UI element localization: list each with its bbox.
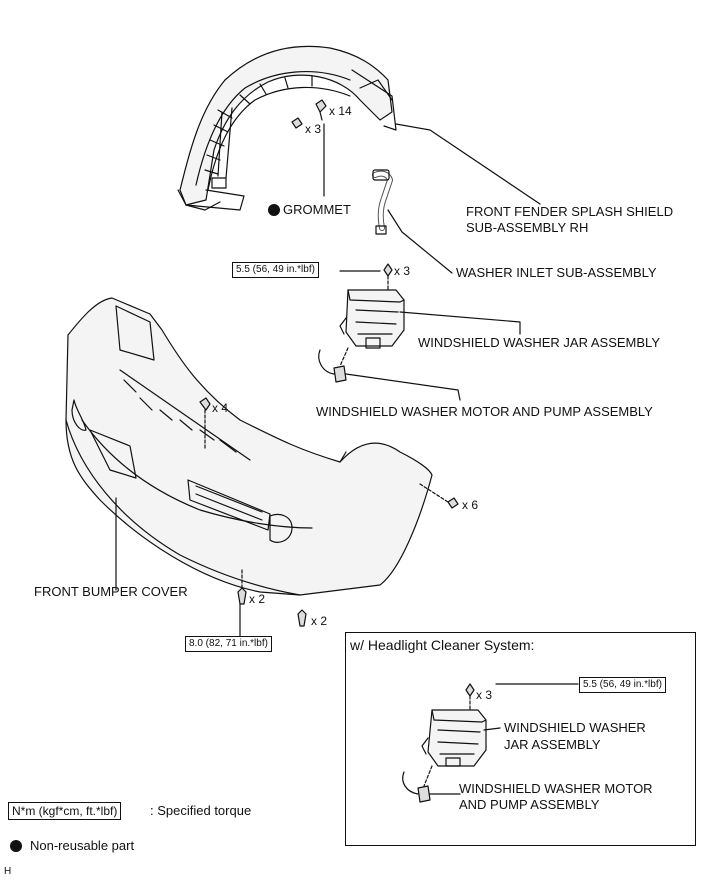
inset-bolt-torque: 5.5 (56, 49 in.*lbf) <box>579 677 666 693</box>
washer-inlet-drawing <box>372 169 453 274</box>
inset-jar-label-line2: JAR ASSEMBLY <box>504 737 601 752</box>
bumper-bolt-quantity-left: x 2 <box>249 592 266 606</box>
inset-jar-drawing <box>402 683 579 803</box>
clip-quantity-14: x 14 <box>329 104 352 118</box>
headlight-cleaner-inset <box>345 632 696 846</box>
bumper-cover-drawing <box>65 297 433 596</box>
inset-bolt-quantity: x 3 <box>476 688 493 702</box>
legend-non-reusable-marker <box>10 840 22 852</box>
washer-jar-drawing <box>339 263 521 349</box>
bumper-bolt-torque: 8.0 (82, 71 in.*lbf) <box>185 636 272 652</box>
clip-quantity-3: x 3 <box>305 122 322 136</box>
jar-bolt-torque: 5.5 (56, 49 in.*lbf) <box>232 262 319 278</box>
motor-pump-label: WINDSHIELD WASHER MOTOR AND PUMP ASSEMBL… <box>316 404 653 419</box>
leader-lines <box>339 123 541 272</box>
figure-code: H <box>4 866 12 877</box>
shield-clips <box>291 99 327 197</box>
washer-inlet-label: WASHER INLET SUB-ASSEMBLY <box>456 265 657 280</box>
legend-non-reusable-text: Non-reusable part <box>30 838 135 853</box>
motor-pump-drawing <box>318 347 461 401</box>
bumper-cover-label: FRONT BUMPER COVER <box>34 584 188 599</box>
washer-jar-label: WINDSHIELD WASHER JAR ASSEMBLY <box>418 335 660 350</box>
fender-splash-shield-drawing <box>177 45 397 211</box>
legend-torque-text: : Specified torque <box>150 803 252 818</box>
splash-shield-label-line1: FRONT FENDER SPLASH SHIELD <box>466 204 674 219</box>
inset-pump-label-line1: WINDSHIELD WASHER MOTOR <box>459 781 653 796</box>
bumper-clip-quantity-4: x 4 <box>212 401 229 415</box>
inset-pump-label-line2: AND PUMP ASSEMBLY <box>459 797 600 812</box>
grommet-label: GROMMET <box>283 202 351 217</box>
inset-title: w/ Headlight Cleaner System: <box>350 637 535 653</box>
jar-bolt-quantity: x 3 <box>394 264 411 278</box>
legend-torque-box: N*m (kgf*cm, ft.*lbf) <box>8 802 122 820</box>
non-reusable-marker <box>268 204 280 216</box>
bumper-fasteners <box>199 397 459 639</box>
inset-jar-label-line1: WINDSHIELD WASHER <box>504 720 646 735</box>
bumper-screw-quantity-6: x 6 <box>462 498 479 512</box>
splash-shield-label-line2: SUB-ASSEMBLY RH <box>466 220 589 235</box>
bumper-bolt-quantity-right: x 2 <box>311 614 328 628</box>
